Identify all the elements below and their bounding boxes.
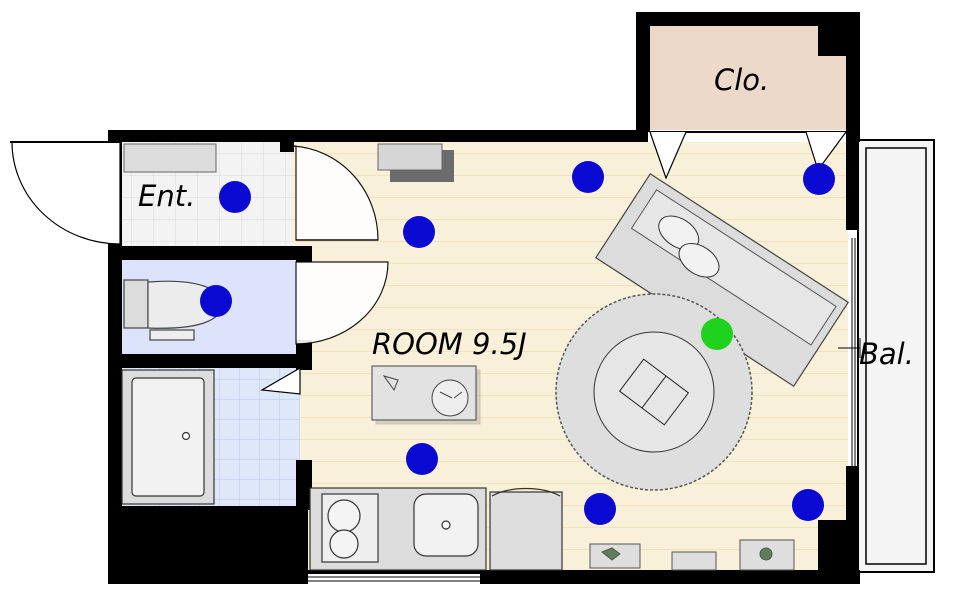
blue-marker[interactable] [572, 161, 604, 193]
blue-marker[interactable] [200, 285, 232, 317]
blue-marker[interactable] [792, 489, 824, 521]
round-rug [555, 293, 753, 491]
balcony-floor [857, 139, 935, 573]
kitchen-counter [309, 487, 487, 571]
bathtub-icon [121, 369, 215, 505]
room-label: ROOM 9.5J [372, 327, 527, 361]
bath-door [260, 366, 301, 395]
blue-marker[interactable] [584, 493, 616, 525]
room-door [291, 145, 389, 345]
walls [108, 12, 860, 584]
blue-marker[interactable] [406, 443, 438, 475]
balcony-label: Bal. [859, 337, 914, 371]
windows [294, 238, 861, 582]
blue-marker[interactable] [803, 163, 835, 195]
entrance-label: Ent. [138, 179, 195, 213]
sofa-icon [594, 172, 850, 388]
green-marker[interactable] [701, 318, 733, 350]
marker-layer [200, 161, 835, 525]
balcony-inner [865, 147, 927, 565]
side-table [371, 365, 481, 425]
closet-floor [648, 26, 848, 130]
low-cabinet [589, 539, 795, 571]
shelf [377, 143, 443, 171]
closet-label: Clo. [714, 63, 769, 97]
blue-marker[interactable] [219, 181, 251, 213]
fridge [489, 487, 563, 571]
closet-doors [649, 131, 848, 180]
entrance-door [10, 141, 121, 245]
blue-marker[interactable] [403, 216, 435, 248]
shoe-box [123, 143, 217, 173]
